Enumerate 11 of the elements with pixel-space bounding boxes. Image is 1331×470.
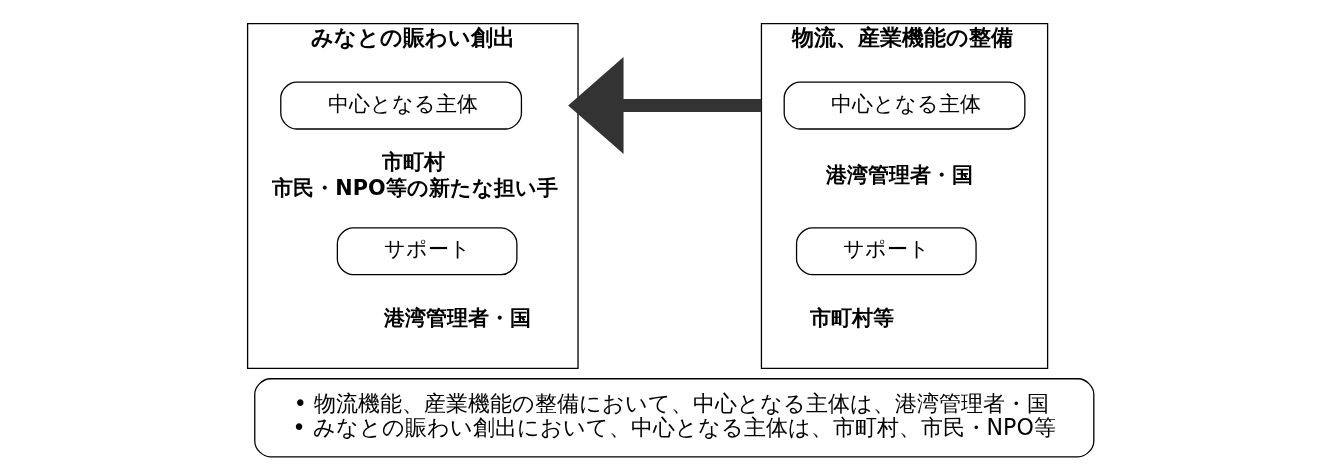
node-box: 中心となる主体 <box>783 81 1026 130</box>
node-box: 中心となる主体 <box>280 81 523 130</box>
node-label: 市町村 <box>381 150 445 175</box>
node-label: 市民・NPO等の新たな担い手 <box>272 176 558 201</box>
node-box: • 物流機能、産業機能の整備において、中心となる主体は、港湾管理者・国 • みなとの賑わい創出において、中心となる主体は、市町村、市民・NPO等 <box>254 378 1095 458</box>
node-box: サポート <box>795 227 977 276</box>
node-label: 港湾管理者・国 <box>826 163 974 188</box>
arrow <box>568 57 762 155</box>
node-box: サポート <box>336 227 518 276</box>
node-label: 港湾管理者・国 <box>384 306 532 331</box>
node-label: 市町村等 <box>809 306 894 331</box>
